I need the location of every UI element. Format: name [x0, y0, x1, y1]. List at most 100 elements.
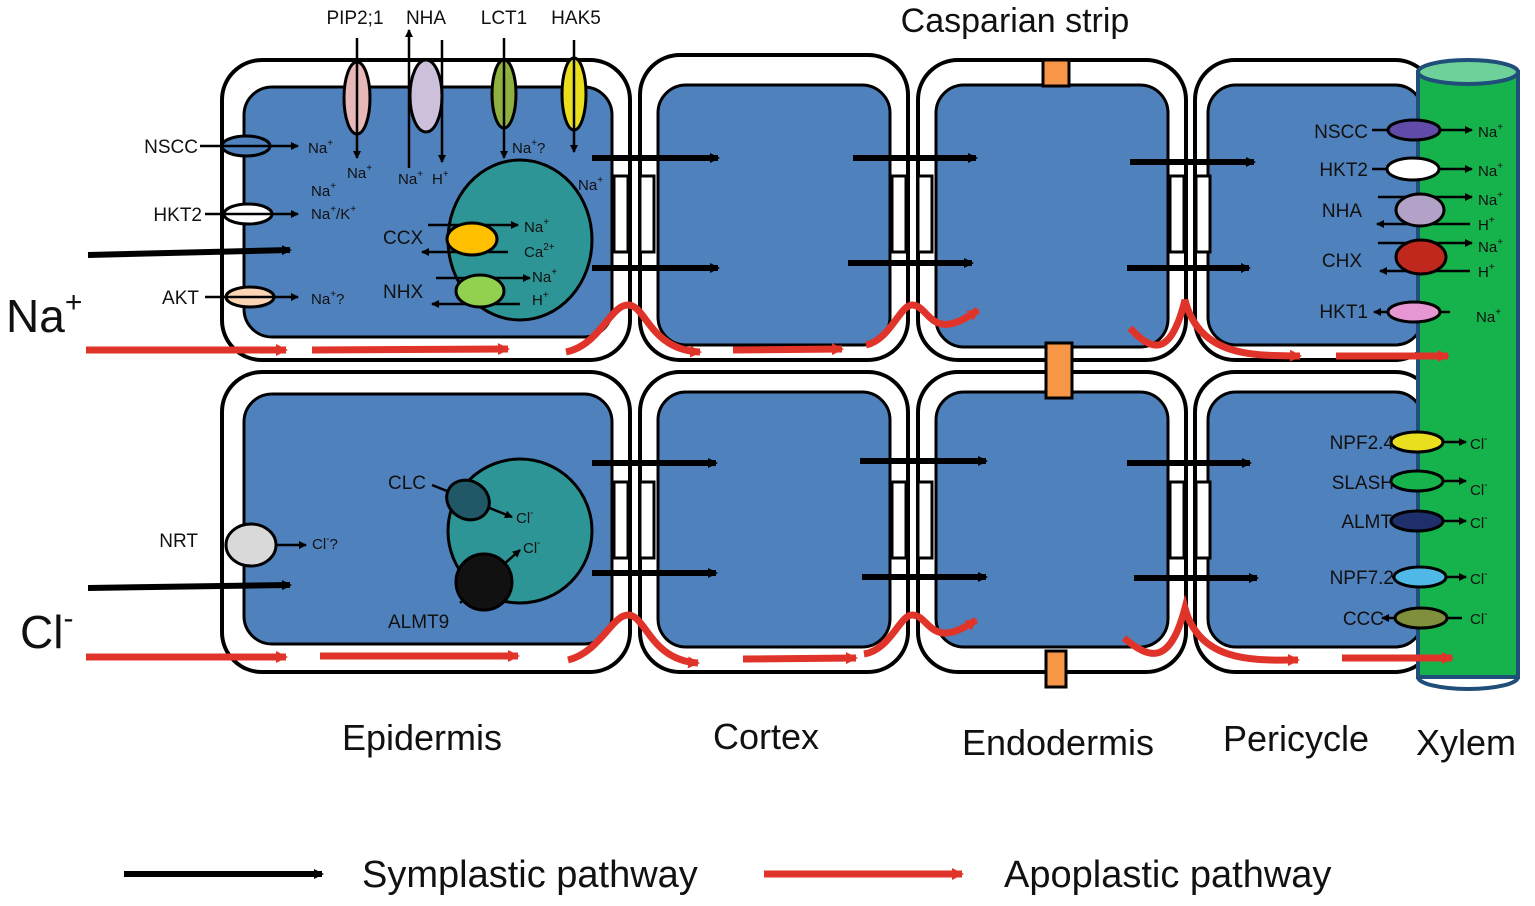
lct-na-text: Na+? [512, 138, 545, 157]
hkt2-epidermis-extra-ion: Na+ [311, 181, 336, 200]
nscc-pericycle-ion: Na+ [1478, 122, 1503, 141]
npf7-2-label: NPF7.2 [1330, 568, 1394, 589]
almt-icon [1389, 509, 1445, 533]
ccx-ca-text: Ca2+ [524, 242, 555, 261]
plasmodesmata [612, 174, 1212, 560]
hkt2-epidermis-ion: Na+/K+ [311, 204, 356, 223]
cl-ion-label: Cl- [20, 602, 73, 658]
slash-ion: Cl- [1470, 480, 1488, 499]
nhx-transporter-icon [454, 273, 506, 309]
nrt-transporter-icon [224, 522, 278, 568]
casparian-strip-bottom [1044, 649, 1068, 689]
chx-pericycle-icon [1394, 238, 1448, 276]
region-labels: Epidermis Cortex Endodermis Pericycle Xy… [342, 716, 1516, 763]
hak-na-text: Na+ [578, 175, 603, 194]
almt-label: ALMT [1341, 512, 1392, 533]
hkt1-pericycle-ion: Na+ [1476, 307, 1501, 326]
hak5-label: HAK5 [551, 8, 601, 29]
nhx-label: NHX [383, 282, 423, 303]
nha-na-text: Na+ [398, 169, 423, 188]
almt9-label: ALMT9 [388, 612, 449, 633]
npf7-2-icon [1392, 565, 1448, 589]
clc-ion: Cl- [516, 508, 534, 527]
endodermis-top-cell [934, 83, 1170, 349]
region-xylem: Xylem [1416, 722, 1516, 763]
hkt2-epidermis-label: HKT2 [153, 205, 202, 226]
nrt-label: NRT [159, 531, 198, 552]
pericycle-top-transporters: NSCC HKT2 NHA CHX HKT1 Na+ Na+ Na+ H+ Na… [1314, 118, 1503, 326]
hkt2-pericycle-ion: Na+ [1478, 161, 1503, 180]
slash-label: SLASH [1332, 473, 1394, 494]
ccx-transporter-icon [445, 221, 499, 257]
vacuole-top-transporters: CCX NHX Na+ Ca2+ Na+ H+ [383, 217, 557, 309]
casparian-strip-middle [1044, 341, 1074, 400]
region-epidermis: Epidermis [342, 717, 502, 758]
npf2-4-ion: Cl- [1470, 434, 1488, 453]
xylem-bottom [1416, 676, 1520, 691]
hkt1-pericycle-label: HKT1 [1319, 302, 1368, 323]
nha-pericycle-na: Na+ [1478, 190, 1503, 209]
epidermis-top-left-transporters: NSCC HKT2 AKT Na+ Na+ Na+/K+ Na+? [144, 134, 356, 309]
nhx-na-text: Na+ [532, 267, 557, 286]
npf2-4-label: NPF2.4 [1330, 433, 1395, 454]
legend: Symplastic pathway Apoplastic pathway [124, 854, 1331, 896]
nscc-epidermis-label: NSCC [144, 137, 198, 158]
clc-label: CLC [388, 473, 426, 494]
nha-pericycle-label: NHA [1322, 201, 1362, 222]
xylem-top [1416, 58, 1520, 86]
ccc-icon [1393, 606, 1449, 630]
cells [242, 83, 1425, 649]
legend-symplastic-label: Symplastic pathway [362, 854, 698, 896]
symplastic-arrows [87, 153, 1259, 591]
chx-pericycle-h: H+ [1478, 262, 1495, 281]
almt9-transporter-icon [454, 552, 514, 612]
ccc-ion: Cl- [1470, 609, 1488, 628]
nha-h-text: H+ [432, 169, 449, 188]
casparian-strip-label: Casparian strip [901, 2, 1130, 40]
casparian-strips [1041, 58, 1074, 689]
pericycle-bottom-transporters: NPF2.4 SLASH ALMT NPF7.2 CCC Cl- Cl- Cl-… [1330, 430, 1488, 630]
nrt-ion: Cl-? [312, 534, 338, 553]
nscc-pericycle-label: NSCC [1314, 122, 1368, 143]
nha-label: NHA [406, 8, 446, 29]
pip-na-text: Na+ [347, 163, 372, 182]
endodermis-bottom-cell [934, 390, 1170, 649]
region-pericycle: Pericycle [1223, 718, 1369, 759]
akt-epidermis-label: AKT [162, 288, 199, 309]
ccx-na-text: Na+ [524, 217, 549, 236]
akt-epidermis-ion: Na+? [311, 289, 344, 308]
nscc-epidermis-ion: Na+ [308, 138, 333, 157]
nha-pericycle-icon [1394, 192, 1446, 228]
cortex-top-cell [656, 83, 892, 347]
region-cortex: Cortex [713, 716, 819, 757]
xylem-vessel [1416, 58, 1520, 691]
pip2-1-label: PIP2;1 [326, 8, 383, 29]
slash-icon [1389, 469, 1445, 493]
npf7-2-ion: Cl- [1470, 569, 1488, 588]
nha-transporter-icon [408, 58, 444, 134]
hkt2-pericycle-label: HKT2 [1319, 160, 1368, 181]
almt-ion: Cl- [1470, 513, 1488, 532]
ccx-label: CCX [383, 228, 423, 249]
region-endodermis: Endodermis [962, 722, 1154, 763]
epidermis-bottom-transporters: NRT CLC ALMT9 Cl-? Cl- Cl- [159, 473, 540, 633]
clc-transporter-icon [445, 478, 491, 522]
casparian-strip-top [1041, 58, 1071, 88]
nha-pericycle-h: H+ [1478, 215, 1495, 234]
hkt2-pericycle-icon [1385, 156, 1441, 182]
apoplastic-arrows [86, 299, 1454, 669]
epidermis-top-transporters: PIP2;1 NHA LCT1 HAK5 Na+ Na+ H+ Na+? Na+ [326, 8, 603, 194]
cortex-bottom-cell [656, 390, 892, 649]
nscc-pericycle-icon [1386, 118, 1442, 142]
nhx-h-text: H+ [532, 290, 549, 309]
chx-pericycle-label: CHX [1322, 251, 1362, 272]
na-ion-label: Na+ [6, 286, 82, 342]
hkt1-pericycle-icon [1386, 300, 1442, 324]
lct1-label: LCT1 [481, 8, 527, 29]
legend-apoplastic-label: Apoplastic pathway [1004, 854, 1331, 896]
almt9-ion: Cl- [523, 538, 541, 557]
ccc-label: CCC [1343, 609, 1384, 630]
chx-pericycle-na: Na+ [1478, 237, 1503, 256]
npf2-4-icon [1389, 430, 1445, 454]
